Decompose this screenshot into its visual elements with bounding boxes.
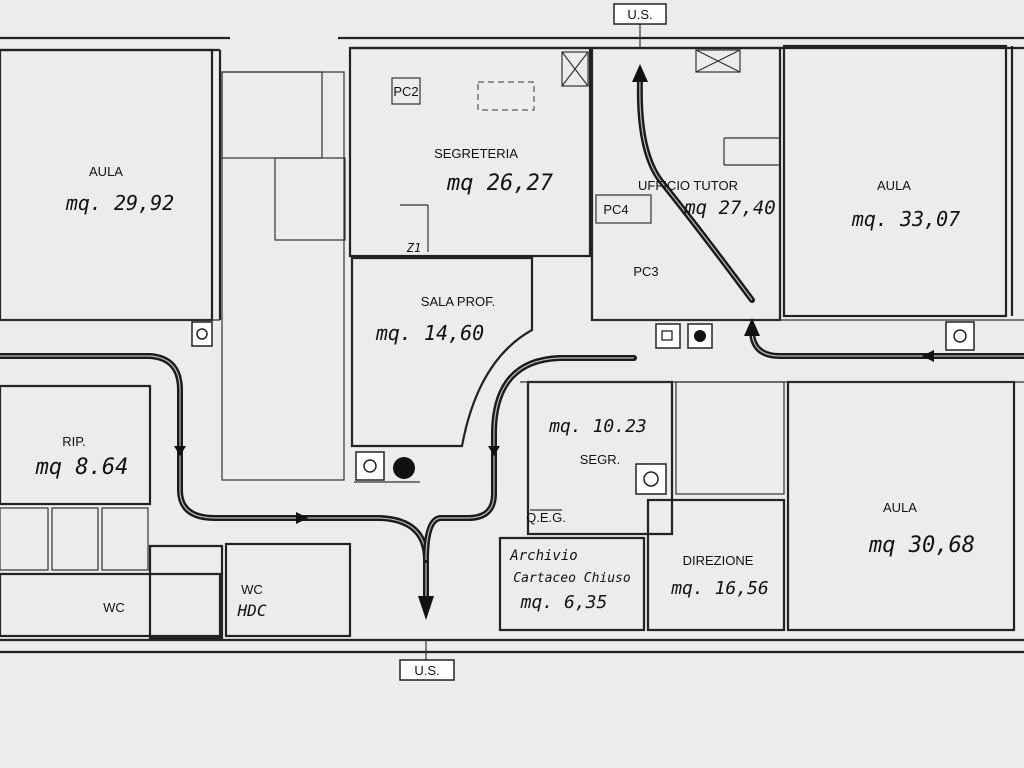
aula-right-top-area: mq. 33,07	[851, 207, 960, 231]
exit-top: U.S.	[613, 3, 667, 48]
extinguisher-icon	[191, 321, 213, 347]
aula-right-bottom-name: AULA	[883, 500, 917, 515]
exit-bottom: U.S.	[399, 640, 455, 681]
extinguisher-icon	[355, 451, 385, 481]
ufficio-tutor-name: UFFICIO TUTOR	[638, 178, 738, 193]
aula-right-bottom-area: mq 30,68	[868, 533, 975, 558]
pc4-label: PC4	[603, 202, 628, 217]
ufficio-tutor-area: mq 27,40	[683, 197, 776, 219]
wc-hdc-sub: HDC	[237, 601, 267, 620]
archivio-line2: Cartaceo Chiuso	[513, 571, 631, 586]
pc3-label: PC3	[633, 264, 658, 279]
archivio-area: mq. 6,35	[520, 592, 608, 613]
wc-left-name: WC	[103, 600, 125, 615]
archivio-line1: Archivio	[509, 548, 577, 564]
exit-top-label: U.S.	[627, 7, 652, 22]
extinguisher-icon	[655, 323, 681, 349]
hydrant-icon	[393, 457, 415, 479]
exit-bottom-label: U.S.	[414, 663, 439, 678]
aula-right-top-name: AULA	[877, 178, 911, 193]
pc2-label: PC2	[393, 84, 418, 99]
aula-left-name: AULA	[89, 164, 123, 179]
segreteria-area: mq 26,27	[446, 171, 554, 196]
phone-icon	[635, 463, 667, 495]
fire-equipment	[191, 321, 975, 495]
rip-name: RIP.	[62, 434, 86, 449]
rip-area: mq 8.64	[35, 455, 129, 480]
sala-prof-name: SALA PROF.	[421, 294, 495, 309]
sala-prof-area: mq. 14,60	[375, 321, 484, 345]
segreteria-name: SEGRETERIA	[434, 146, 518, 161]
room-labels: AULA mq. 29,92 SEGRETERIA mq 26,27 PC2 Z…	[35, 84, 975, 620]
evacuation-routes	[0, 64, 1024, 620]
aula-left-area: mq. 29,92	[65, 191, 174, 215]
qeg-label: Q.E.G.	[526, 510, 566, 525]
z1-label: Z1	[406, 241, 421, 255]
arrowhead-icon	[418, 596, 434, 620]
wc-hdc-name: WC	[241, 582, 263, 597]
window-markers	[391, 49, 741, 252]
room-walls	[0, 44, 1024, 640]
extinguisher-icon	[945, 321, 975, 351]
segr-area: mq. 10.23	[548, 416, 647, 437]
direzione-area: mq. 16,56	[670, 578, 769, 599]
segr-name: SEGR.	[580, 452, 620, 467]
direzione-name: DIREZIONE	[683, 553, 754, 568]
arrowhead-icon	[744, 318, 760, 336]
arrowhead-icon	[632, 64, 648, 82]
